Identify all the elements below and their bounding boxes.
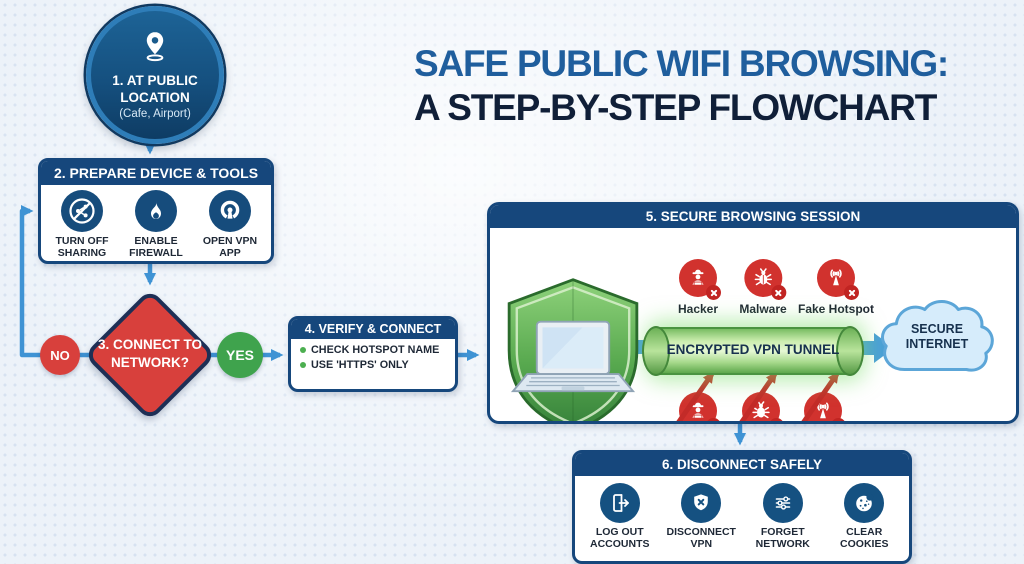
no-label: NO bbox=[50, 347, 70, 363]
action-clear-cookies: CLEAR COOKIES bbox=[825, 483, 903, 551]
checklist-item: USE 'HTTPS' ONLY bbox=[300, 359, 446, 371]
page-title: SAFE PUBLIC WIFI BROWSING: A STEP-BY-STE… bbox=[414, 42, 1020, 130]
deflect-arrow-icon bbox=[676, 371, 715, 421]
step2-prepare-box: 2. PREPARE DEVICE & TOOLS TURN O bbox=[38, 158, 274, 264]
blocked-x-icon bbox=[706, 285, 721, 300]
step4-checklist: CHECK HOTSPOT NAME USE 'HTTPS' ONLY bbox=[291, 339, 455, 373]
checklist-text: CHECK HOTSPOT NAME bbox=[311, 344, 440, 356]
tool-label: TURN OFF SHARING bbox=[55, 235, 109, 260]
tunnel-cap-right bbox=[836, 326, 864, 376]
action-disconnect-vpn: DISCONNECT VPN bbox=[662, 483, 740, 551]
page-title-line2: A STEP-BY-STEP FLOWCHART bbox=[414, 87, 937, 128]
page-title-line1: SAFE PUBLIC WIFI BROWSING: bbox=[414, 43, 949, 84]
tool-turn-off-sharing: TURN OFF SHARING bbox=[46, 190, 118, 260]
threat-fake-hotspot: Fake Hotspot bbox=[798, 259, 874, 316]
threat-hacker: Hacker bbox=[677, 259, 721, 316]
action-log-out-accounts: LOG OUT ACCOUNTS bbox=[581, 483, 659, 551]
step2-tools-row: TURN OFF SHARING ENABLE FIREWALL bbox=[41, 185, 271, 261]
tunnel-cap-left bbox=[642, 326, 670, 376]
flame-icon bbox=[135, 190, 177, 232]
checklist-item: CHECK HOTSPOT NAME bbox=[300, 344, 446, 356]
deflect-arrow-icon bbox=[801, 371, 840, 421]
tool-label: OPEN VPN APP bbox=[202, 235, 258, 260]
blocked-x-icon bbox=[831, 418, 846, 421]
threat-malware: Malware bbox=[739, 259, 787, 316]
sliders-icon bbox=[762, 483, 803, 523]
shield-x-icon bbox=[681, 483, 722, 523]
step3-label: 3. CONNECT TO NETWORK? bbox=[97, 337, 202, 370]
shield-laptop-icon bbox=[496, 274, 650, 421]
step6-disconnect-box: 6. DISCONNECT SAFELY LOG OUT ACCOUNTS bbox=[572, 450, 912, 564]
secure-internet-cloud: SECURE INTERNET bbox=[876, 294, 998, 386]
blocked-x-icon bbox=[706, 418, 721, 421]
tunnel-to-cloud-arrow bbox=[862, 341, 876, 355]
step1-sublabel: (Cafe, Airport) bbox=[119, 107, 191, 120]
yes-pill: YES bbox=[217, 332, 263, 378]
step6-actions-row: LOG OUT ACCOUNTS DISCONNECT VPN bbox=[575, 476, 909, 561]
no-sharing-icon bbox=[61, 190, 103, 232]
step5-header: 5. SECURE BROWSING SESSION bbox=[490, 205, 1016, 228]
step1-label: 1. AT PUBLIC LOCATION bbox=[112, 73, 198, 105]
bullet-dot-icon bbox=[300, 347, 306, 353]
deflected-threat-fake-hotspot bbox=[791, 352, 855, 421]
deflected-threat-malware bbox=[729, 352, 793, 421]
step5-body: Hacker Malware bbox=[490, 228, 1016, 421]
tool-enable-firewall: ENABLE FIREWALL bbox=[120, 190, 192, 260]
vpn-tunnel-body bbox=[651, 327, 859, 375]
deflect-arrow-icon bbox=[739, 371, 778, 421]
action-label: CLEAR COOKIES bbox=[840, 526, 889, 551]
step4-header: 4. VERIFY & CONNECT bbox=[291, 319, 455, 339]
cookie-icon bbox=[844, 483, 885, 523]
action-forget-network: FORGET NETWORK bbox=[744, 483, 822, 551]
cloud-label: SECURE INTERNET bbox=[905, 322, 969, 351]
checklist-text: USE 'HTTPS' ONLY bbox=[311, 359, 409, 371]
location-pin-icon bbox=[138, 30, 172, 69]
yes-label: YES bbox=[225, 347, 254, 363]
bullet-dot-icon bbox=[300, 362, 306, 368]
step6-header: 6. DISCONNECT SAFELY bbox=[575, 453, 909, 476]
threat-label: Fake Hotspot bbox=[797, 302, 875, 316]
blocked-x-icon bbox=[843, 285, 859, 300]
tool-label: ENABLE FIREWALL bbox=[129, 235, 183, 260]
deflected-threat-hacker bbox=[666, 352, 730, 421]
step5-secure-session-box: 5. SECURE BROWSING SESSION bbox=[487, 202, 1019, 424]
hacker-icon bbox=[679, 259, 721, 300]
tool-open-vpn-app: OPEN VPN APP bbox=[194, 190, 266, 260]
action-label: DISCONNECT VPN bbox=[666, 526, 736, 551]
threat-label: Hacker bbox=[677, 302, 719, 316]
vpn-tunnel: ENCRYPTED VPN TUNNEL bbox=[642, 326, 864, 376]
step2-header: 2. PREPARE DEVICE & TOOLS bbox=[41, 161, 271, 185]
blocked-x-icon bbox=[770, 285, 786, 300]
step4-verify-box: 4. VERIFY & CONNECT CHECK HOTSPOT NAME U… bbox=[288, 316, 458, 392]
fake-hotspot-icon bbox=[816, 259, 859, 300]
openvpn-icon bbox=[209, 190, 251, 232]
action-label: LOG OUT ACCOUNTS bbox=[590, 526, 650, 551]
no-pill: NO bbox=[40, 335, 80, 375]
malware-icon bbox=[743, 259, 786, 300]
threat-label: Malware bbox=[739, 302, 787, 316]
vpn-tunnel-label: ENCRYPTED VPN TUNNEL bbox=[666, 341, 840, 357]
step1-start-node: 1. AT PUBLIC LOCATION (Cafe, Airport) bbox=[86, 6, 224, 144]
action-label: FORGET NETWORK bbox=[755, 526, 810, 551]
logout-icon bbox=[599, 483, 640, 523]
blocked-x-icon bbox=[769, 418, 784, 421]
